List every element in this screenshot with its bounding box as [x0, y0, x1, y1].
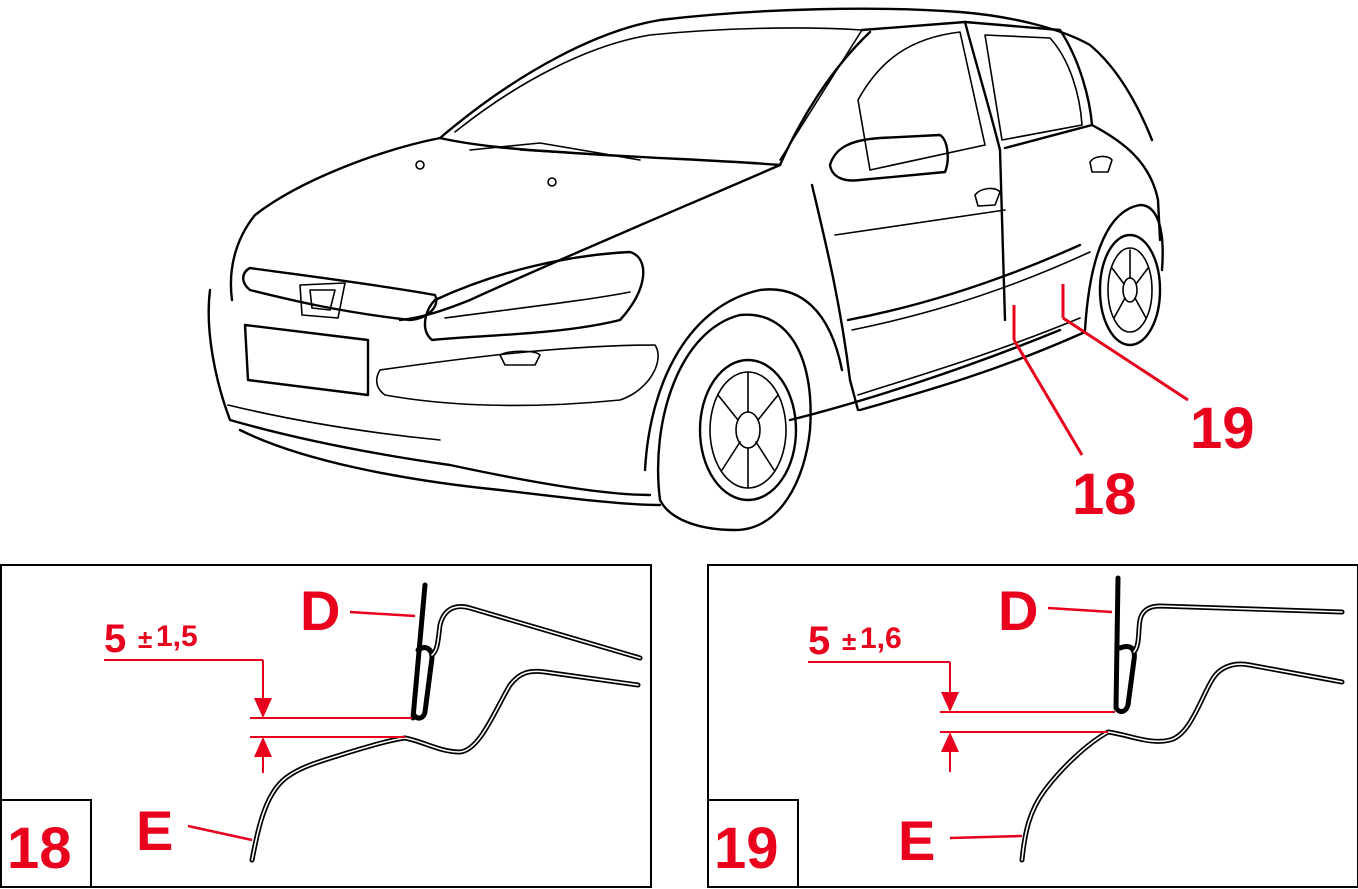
- gap-tolerance-sign: ±: [138, 624, 152, 654]
- part-label-e: E: [898, 809, 935, 872]
- gap-tolerance-sign: ±: [842, 626, 856, 656]
- callout-label-19: 19: [1190, 396, 1255, 461]
- car-illustration: [207, 7, 1164, 532]
- panel-number: 18: [7, 816, 72, 881]
- car-callouts: 18 19: [1012, 284, 1255, 527]
- callout-leader-19: [1062, 316, 1189, 402]
- gap-tolerance: 1,6: [860, 622, 902, 655]
- detail-panel-18: 18 5 ± 1,5 D E: [0, 564, 652, 888]
- gap-value: 5: [808, 619, 830, 663]
- part-label-e: E: [136, 799, 173, 862]
- detail-panel-19: 19 5 ± 1,6 D E: [707, 564, 1358, 888]
- callout-leader-18: [1012, 339, 1084, 456]
- gap-value: 5: [104, 617, 126, 661]
- panel-number: 19: [714, 816, 779, 881]
- callout-label-18: 18: [1072, 462, 1137, 527]
- part-label-d: D: [300, 579, 340, 642]
- part-label-d: D: [998, 579, 1038, 642]
- gap-tolerance: 1,5: [156, 620, 198, 653]
